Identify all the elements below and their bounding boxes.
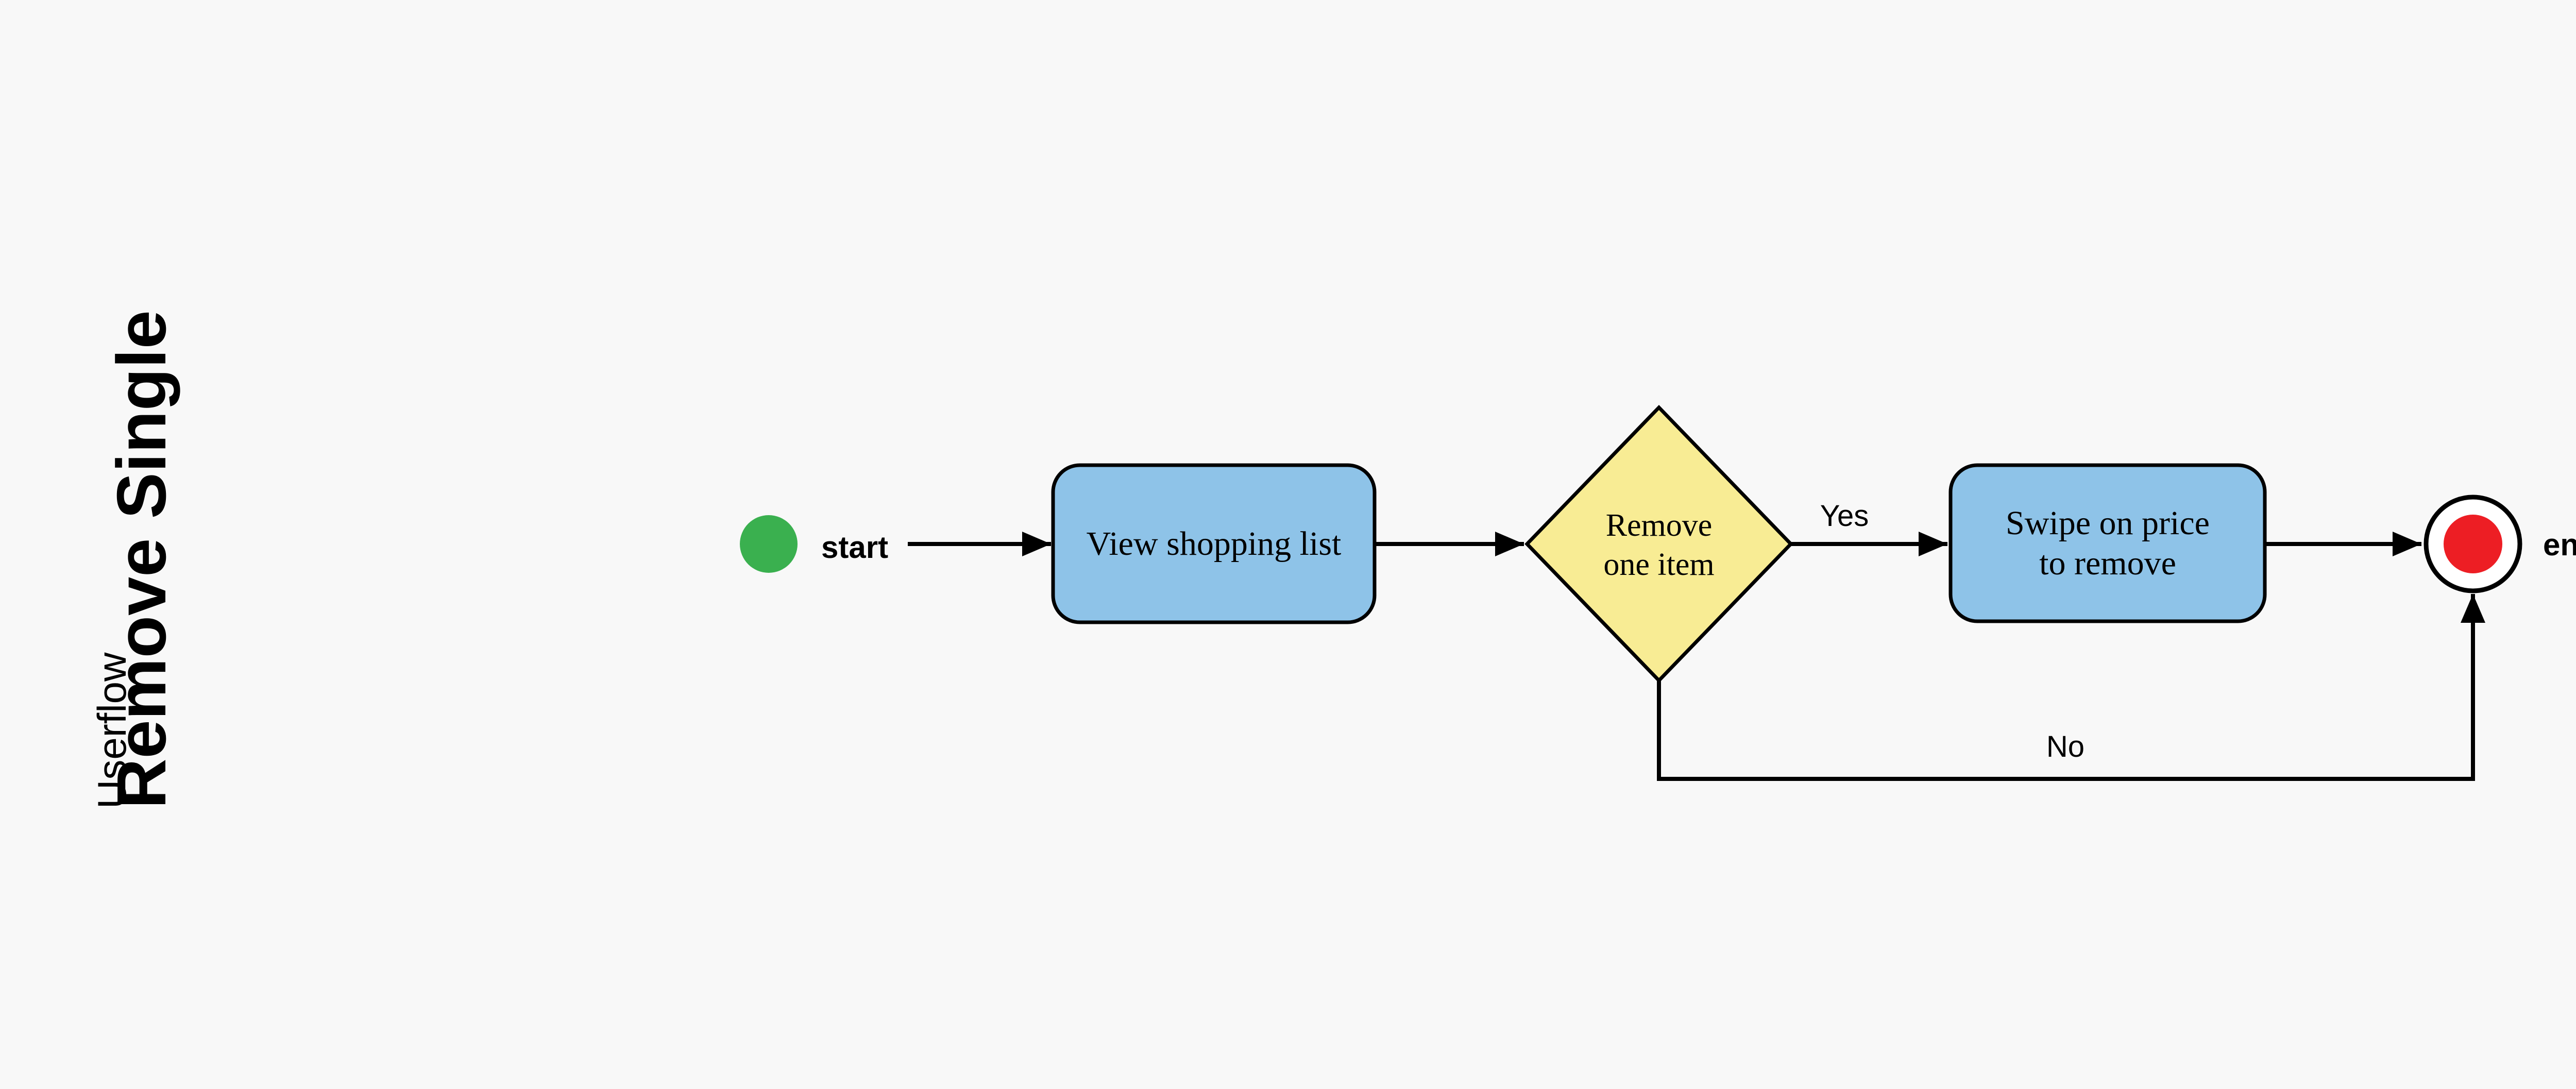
edge-label-yes: Yes bbox=[1820, 499, 1869, 533]
action-node-view-shopping-list bbox=[1051, 463, 1377, 624]
end-label: end bbox=[2543, 528, 2576, 562]
connector-decision-no-to-end bbox=[1657, 594, 2485, 781]
action2-label-container: Swipe on price to remove bbox=[1951, 465, 2265, 621]
decision-label-line1: Remove bbox=[1605, 508, 1713, 543]
decision-label-line2: one item bbox=[1603, 547, 1715, 582]
diagram-title: Remove Single bbox=[103, 310, 180, 809]
start-label: start bbox=[821, 530, 889, 565]
end-node-inner-circle bbox=[2444, 515, 2502, 573]
action1-label: View shopping list bbox=[1086, 524, 1342, 563]
edge-label-no: No bbox=[2046, 730, 2085, 763]
decision-label-container: Remove one item bbox=[1535, 506, 1783, 584]
action2-label-line2: to remove bbox=[2039, 544, 2176, 582]
action2-label-line1: Swipe on price bbox=[2006, 504, 2210, 542]
decision-node-remove-one-item bbox=[1524, 404, 1793, 684]
start-node-circle bbox=[740, 515, 798, 573]
action-node-swipe-on-price bbox=[1948, 463, 2267, 623]
action1-label-container: View shopping list bbox=[1053, 465, 1375, 622]
